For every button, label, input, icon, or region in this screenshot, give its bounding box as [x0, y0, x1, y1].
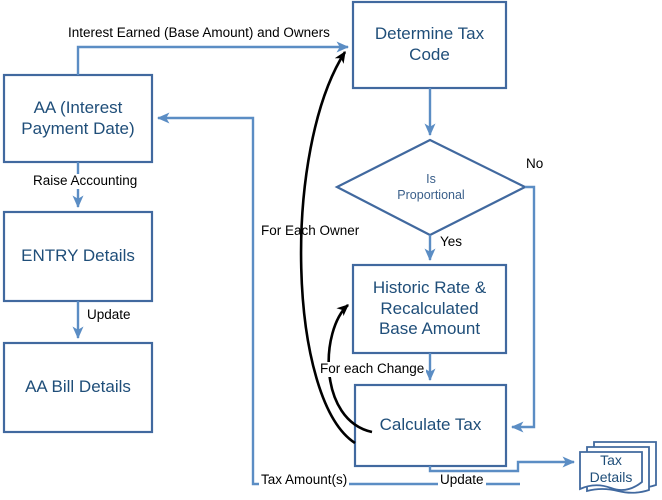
edge-update-to-tax-details	[428, 456, 575, 473]
edge-label-raise-accounting: Raise Accounting	[31, 173, 140, 189]
edge-for-each-owner	[299, 50, 356, 445]
edge-label-for-each-owner: For Each Owner	[261, 223, 360, 238]
edge-label-for-each-change: For each Change	[318, 361, 427, 377]
edge-no-to-calculate-tax	[511, 185, 536, 433]
edge-tax-amounts-return	[157, 112, 520, 486]
node-shape-historic-rate-recalculated-base-amount[interactable]	[351, 263, 508, 355]
edge-label-yes: Yes	[440, 234, 463, 249]
edge-label-interest-earned: Interest Earned (Base Amount) and Owners	[66, 25, 332, 41]
edge-label-tax-amounts: Tax Amount(s)	[259, 472, 350, 488]
edge-label-update-left: Update	[85, 307, 133, 323]
edge-label-no: No	[526, 156, 544, 171]
node-shape-determine-tax-code[interactable]	[351, 0, 508, 90]
edge-label-update-bottom: Update	[438, 472, 486, 488]
edge-interest-earned	[76, 41, 349, 75]
node-shape-calculate-tax[interactable]	[353, 383, 508, 468]
node-shape-entry-details[interactable]	[2, 210, 154, 303]
node-shape-is-proportional[interactable]	[334, 138, 528, 237]
node-shape-tax-details[interactable]	[579, 441, 657, 494]
node-shape-aa-interest-payment-date[interactable]	[2, 73, 154, 164]
node-shape-aa-bill-details[interactable]	[2, 341, 154, 434]
